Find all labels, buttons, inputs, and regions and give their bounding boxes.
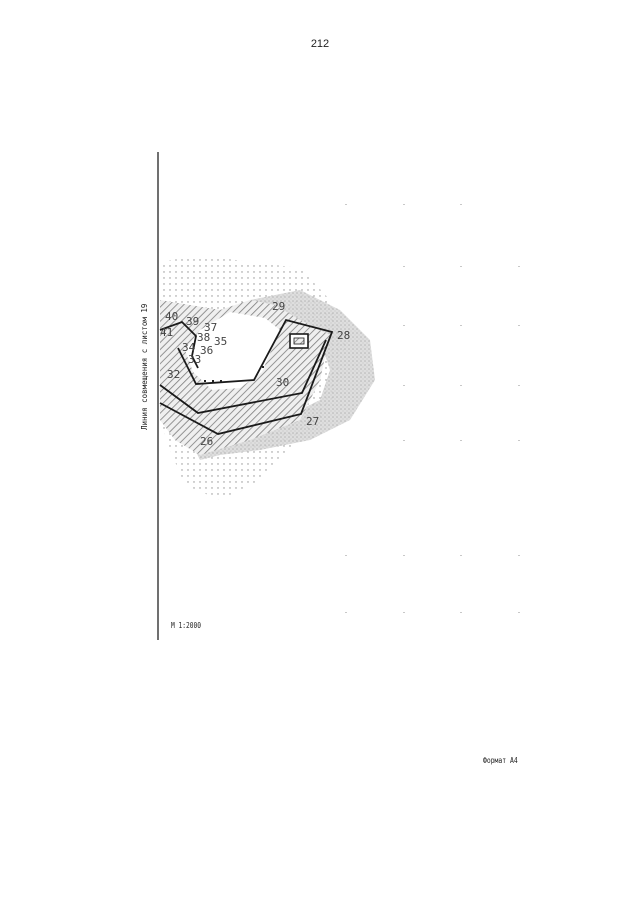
speckled-zone [190,290,375,460]
point-label: 36 [200,344,213,357]
point-label: 38 [197,331,210,344]
point-label: 35 [214,335,227,348]
point-label: 40 [165,310,178,323]
page-number: 212 [310,38,330,50]
match-line-label: Линия совмещения с листом 19 [140,303,149,430]
point-label: 30 [276,376,289,389]
boundary-lines [159,318,334,435]
point-label: 26 [200,435,213,448]
grid-marks [345,204,520,613]
point-label: 34 [182,341,196,354]
clear-area [185,312,280,390]
point-labels: 40 39 37 41 38 35 34 36 33 32 29 28 30 2… [160,300,350,448]
scale-label: М 1:2000 [171,621,202,630]
point-label: 33 [188,353,201,366]
format-label: Формат А4 [483,756,518,765]
point-label: 32 [167,368,180,381]
point-label: 28 [337,329,350,342]
point-label: 37 [204,321,217,334]
point-label: 39 [186,315,199,328]
tick-marks [204,366,264,382]
point-label: 29 [272,300,285,313]
point-label: 27 [306,415,319,428]
point-label: 41 [160,326,173,339]
